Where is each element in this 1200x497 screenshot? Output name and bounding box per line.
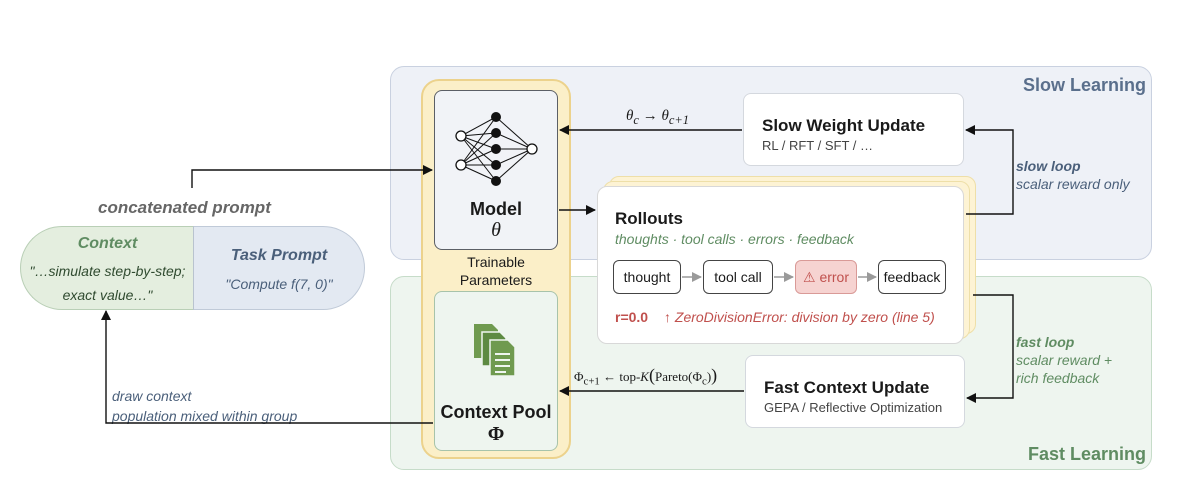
context-pool-box: Context Pool Φ — [434, 291, 558, 451]
slow-weight-update-title: Slow Weight Update — [762, 116, 926, 135]
slow-loop-title: slow loop — [1016, 158, 1081, 174]
theta-c1-sub: c+1 — [668, 113, 690, 127]
slow-weight-update-subtitle: RL / RFT / SFT / … — [762, 138, 873, 153]
fast-context-update-subtitle: GEPA / Reflective Optimization — [764, 400, 943, 415]
fast-loop-label: fast loop scalar reward + rich feedback — [1016, 333, 1112, 387]
context-pool-symbol: Φ — [487, 423, 505, 445]
phi-lhs-sub: c+1 — [583, 375, 600, 388]
arrow-prompt-to-model — [191, 165, 433, 188]
arrow-slow-loop — [965, 125, 1014, 215]
model-symbol: θ — [491, 219, 501, 241]
pill-divider — [193, 226, 194, 310]
draw-context-label: draw context population mixed within gro… — [112, 386, 297, 426]
theta-c: θ — [626, 108, 634, 124]
context-title: Context — [77, 235, 138, 252]
theta-update-formula: θc → θc+1 — [626, 108, 689, 128]
context-line1: "…simulate step-by-step; — [29, 263, 186, 279]
documents-stack-icon — [474, 324, 516, 377]
model-box: Model θ — [434, 90, 558, 250]
phi-op: top- — [619, 369, 641, 384]
step-feedback: feedback — [878, 260, 946, 294]
arrow-pool-to-context — [101, 310, 433, 424]
context-pill: Context "…simulate step-by-step; exact v… — [20, 226, 193, 310]
rollouts-subtitle: thoughts · tool calls · errors · feedbac… — [615, 231, 854, 247]
theta-c1: θ — [661, 108, 669, 124]
phi-inner-close: ) — [706, 369, 712, 384]
slow-learning-label: Slow Learning — [1022, 75, 1146, 95]
reward-value: r=0.0 — [615, 309, 649, 325]
trainable-label-line1: Trainable — [467, 254, 525, 270]
phi-lhs: Φ — [574, 369, 584, 384]
task-prompt-title: Task Prompt — [230, 247, 328, 264]
draw-context-line1: draw context — [112, 388, 192, 404]
model-title: Model — [470, 199, 522, 219]
context-pool-title: Context Pool — [440, 402, 552, 422]
slow-loop-label: slow loop scalar reward only — [1016, 157, 1130, 193]
fast-loop-desc2: rich feedback — [1016, 370, 1100, 386]
phi-k: K — [640, 369, 649, 384]
rollouts-title: Rollouts — [615, 209, 683, 228]
trainable-label-line2: Parameters — [459, 272, 533, 288]
context-line2: exact value…" — [62, 287, 153, 303]
phi-arrow: ← — [599, 369, 620, 384]
neural-network-icon — [455, 112, 538, 186]
phi-close-paren: ) — [711, 365, 718, 385]
phi-inner-sub: c — [702, 375, 707, 388]
phi-open-paren: ( — [648, 365, 655, 385]
theta-c-sub: c — [633, 113, 639, 127]
fast-loop-title: fast loop — [1016, 334, 1075, 350]
phi-update-formula: Φc+1 ← top-K(Pareto(Φc)) — [574, 365, 717, 388]
trainable-parameters-label: Trainable Parameters — [437, 253, 555, 289]
fast-context-update-title: Fast Context Update — [764, 378, 930, 397]
step-thought: thought — [613, 260, 681, 294]
phi-inner: Pareto(Φ — [654, 369, 703, 384]
error-message: ↑ ZeroDivisionError: division by zero (l… — [664, 309, 935, 325]
slow-loop-desc: scalar reward only — [1016, 176, 1130, 192]
slow-weight-update-card: Slow Weight Update RL / RFT / SFT / … — [743, 93, 964, 166]
arrow-fast-loop — [966, 294, 1014, 403]
draw-context-line2: population mixed within group — [112, 408, 298, 424]
fast-context-update-card: Fast Context Update GEPA / Reflective Op… — [745, 355, 965, 428]
theta-arrow: → — [638, 108, 662, 124]
concatenated-prompt-label: concatenated prompt — [98, 198, 271, 217]
fast-loop-desc1: scalar reward + — [1016, 352, 1113, 368]
fast-learning-label: Fast Learning — [1027, 444, 1146, 464]
context-text: "…simulate step-by-step; exact value…" — [21, 259, 194, 307]
step-error: ⚠ error — [795, 260, 857, 294]
task-prompt-text: "Compute f(7, 0)" — [225, 276, 333, 292]
task-prompt-pill: Task Prompt "Compute f(7, 0)" — [193, 226, 365, 310]
step-tool-call: tool call — [703, 260, 773, 294]
